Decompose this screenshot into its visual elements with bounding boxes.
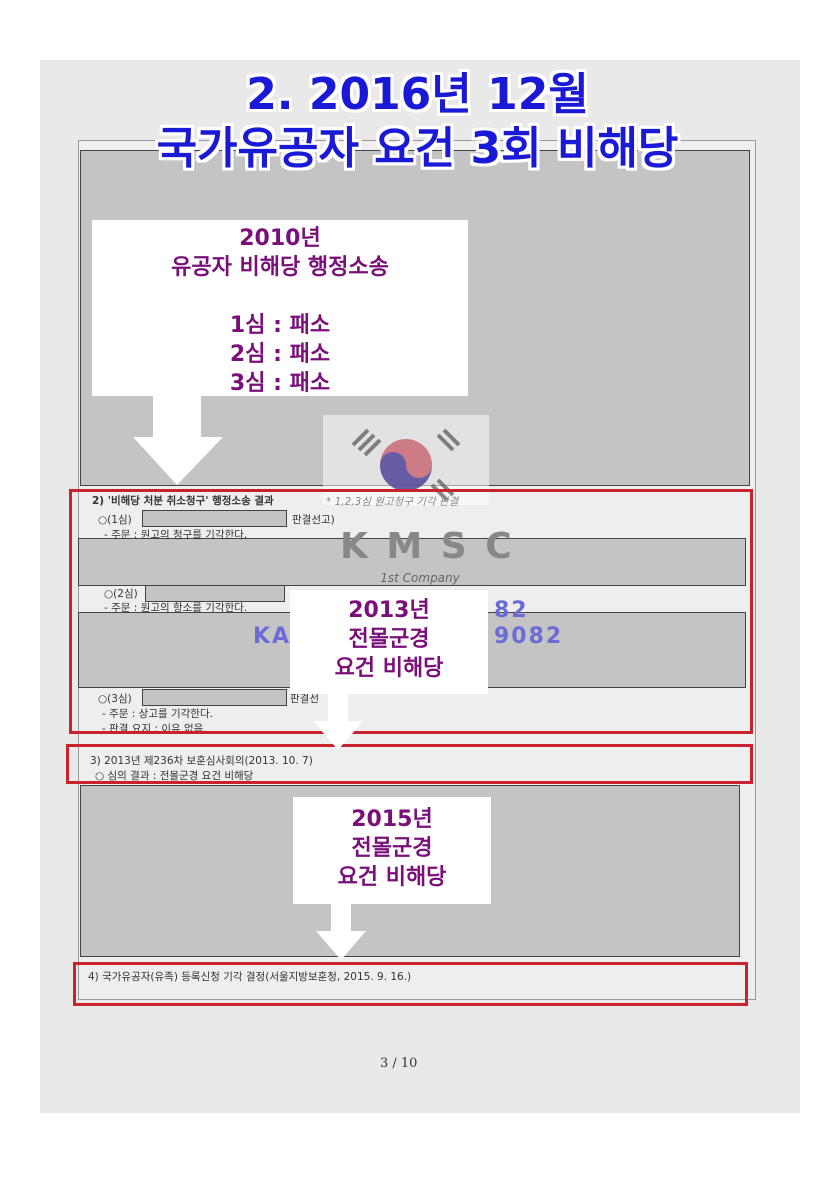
arrow-down-icon — [313, 693, 363, 750]
callout-2010-trial3: 3심 : 패소 — [229, 371, 331, 396]
arrow-down-icon — [316, 903, 366, 960]
section-2-heading: 2) '비해당 처분 취소청구' 행정소송 결과 — [92, 495, 274, 507]
callout-2010-year: 2010년 — [239, 226, 321, 251]
callout-2015-category: 전몰군경 — [351, 836, 433, 861]
trial-2-order: - 주문 : 원고의 항소를 기각한다. — [104, 602, 248, 614]
callout-2013: 2013년 전몰군경 요건 비해당 — [290, 590, 488, 694]
section-3-heading: 3) 2013년 제236차 보훈심사회의(2013. 10. 7) — [90, 755, 313, 767]
trial-3-suffix: 판결선 — [290, 693, 319, 705]
taegukgi-icon — [351, 428, 461, 502]
trial-1-suffix: 판결선고) — [292, 514, 335, 526]
watermark-line2-left: KA — [253, 624, 292, 649]
section-2-note: * 1,2,3심 원고청구 기각 판결 — [326, 496, 459, 508]
callout-2010-subject: 유공자 비해당 행정소송 — [171, 255, 389, 280]
highlight-box-2013 — [66, 744, 753, 784]
watermark-line2-right: 9082 — [494, 624, 564, 649]
section-3-result: ○ 심의 결과 : 전몰군경 요건 비해당 — [95, 770, 254, 782]
highlight-box-2015 — [73, 962, 748, 1006]
callout-2015-result: 요건 비해당 — [337, 865, 447, 890]
redacted-field — [145, 585, 285, 602]
redacted-block-1 — [78, 538, 746, 586]
watermark-line1: 82 — [494, 598, 529, 623]
redacted-field — [142, 689, 287, 706]
section-4-heading: 4) 국가유공자(유족) 등록신청 기각 결정(서울지방보훈청, 2015. 9… — [88, 971, 412, 983]
trial-1-order: - 주문 : 원고의 청구를 기각한다. — [104, 529, 248, 541]
highlight-box-lawsuit — [69, 489, 753, 734]
callout-2013-category: 전몰군경 — [348, 627, 430, 652]
arrow-down-icon — [133, 395, 223, 485]
trial-2-label: ○(2심) — [104, 588, 138, 600]
logo-text: K M S C — [340, 526, 515, 567]
callout-2010: 2010년 유공자 비해당 행정소송 1심 : 패소 2심 : 패소 3심 : … — [92, 220, 468, 396]
title-line-1: 2. 2016년 12월 — [246, 69, 589, 120]
callout-2015-year: 2015년 — [351, 807, 433, 832]
trial-3-order: - 주문 : 상고를 기각한다. — [102, 708, 213, 720]
callout-2010-trial2: 2심 : 패소 — [229, 342, 331, 367]
callout-2013-year: 2013년 — [348, 598, 430, 623]
redacted-field — [142, 510, 287, 527]
callout-2013-result: 요건 비해당 — [334, 656, 444, 681]
callout-2015: 2015년 전몰군경 요건 비해당 — [293, 797, 491, 904]
trial-3-label: ○(3심) — [98, 693, 132, 705]
logo-subtitle: 1st Company — [380, 571, 460, 585]
page-number: 3 / 10 — [380, 1056, 418, 1071]
title-line-2: 국가유공자 요건 3회 비해당 — [156, 123, 679, 174]
trial-1-label: ○(1심) — [98, 514, 132, 526]
callout-2010-trial1: 1심 : 패소 — [229, 313, 331, 338]
